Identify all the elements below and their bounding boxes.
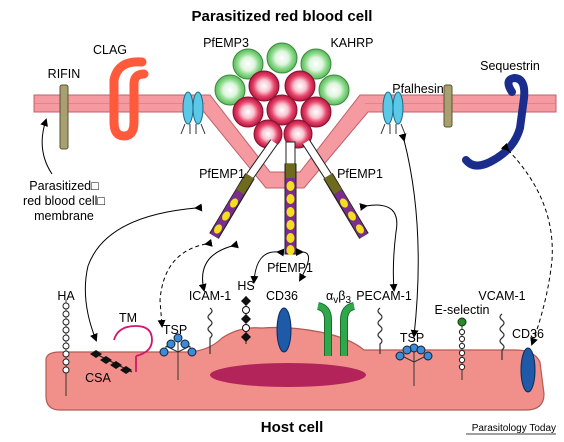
pfemp1-right: [302, 139, 369, 239]
kahrp-label: KAHRP: [330, 36, 373, 50]
vcam1-label: VCAM-1: [478, 289, 525, 303]
csa-chain: [90, 350, 133, 374]
host-cell-nucleus: [210, 363, 366, 387]
pfemp1-right-label: PfEMP1: [337, 167, 383, 181]
eselectin-label: E-selectin: [435, 303, 490, 317]
sequestrin-protein: [462, 73, 529, 170]
pfalhesin-protein: [380, 91, 406, 135]
pecam1-label: PECAM-1: [356, 289, 412, 303]
pfalhesin-label: Pfalhesin: [392, 82, 443, 96]
membrane-label-line2: red blood cell□: [23, 194, 105, 208]
pfalhesin-protein-left: [180, 91, 206, 135]
rifin-protein-right: [443, 84, 453, 128]
tsp-left-label: TSP: [163, 323, 187, 337]
icam1-label: ICAM-1: [189, 289, 231, 303]
integrin-avb3-receptor: [316, 302, 356, 356]
pecam1-receptor: [377, 307, 383, 354]
hs-label: HS: [237, 279, 254, 293]
clag-label: CLAG: [93, 43, 127, 57]
arrow-pfemp1-icam1: [198, 240, 239, 292]
tsp-left-receptor: [159, 333, 197, 380]
arrow-sequestrin-cd36-dashed: [500, 142, 553, 346]
arrow-pfemp1-tsp-dashed: [157, 238, 213, 328]
rifin-label: RIFIN: [48, 67, 81, 81]
clag-protein: [109, 57, 149, 141]
diagram-title: Parasitized red blood cell: [192, 8, 373, 25]
membrane-arrow: [40, 118, 53, 175]
avb3-label: αvβ3: [326, 289, 351, 306]
pfemp1-left: [209, 139, 278, 239]
pfemp1-center: [284, 141, 297, 255]
cd36-right-receptor: [520, 347, 536, 393]
sequestrin-label: Sequestrin: [480, 59, 540, 73]
credit-text: Parasitology Today: [472, 423, 556, 434]
arrow-pfemp1-pecam1: [359, 203, 398, 292]
eselectin-receptor: [457, 317, 467, 380]
cd36-right-label: CD36: [512, 327, 544, 341]
ha-receptor: [62, 300, 70, 396]
arrow-pfemp1-hs: [250, 248, 285, 284]
rbc-membrane: [33, 94, 557, 189]
knob-cluster: [214, 42, 350, 149]
tsp-right-label: TSP: [400, 331, 424, 345]
csa-label: CSA: [85, 371, 111, 385]
cd36-left-receptor: [276, 307, 292, 353]
arrow-pfalhesin-tsp: [398, 133, 419, 338]
rifin-protein: [59, 84, 69, 150]
membrane-label-line3: membrane: [34, 209, 94, 223]
pfemp1-left-label: PfEMP1: [199, 167, 245, 181]
membrane-label-line1: Parasitized□: [29, 179, 99, 193]
host-cell-label: Host cell: [261, 419, 324, 436]
tsp-right-receptor: [395, 343, 433, 386]
arrow-pfemp1-cd36: [295, 247, 309, 282]
pfemp3-label: PfEMP3: [203, 36, 249, 50]
cd36-left-label: CD36: [266, 289, 298, 303]
ha-label: HA: [57, 289, 75, 303]
hs-receptor: [241, 296, 251, 344]
arrow-pfemp1-csa: [84, 203, 203, 342]
tm-label: TM: [119, 311, 137, 325]
